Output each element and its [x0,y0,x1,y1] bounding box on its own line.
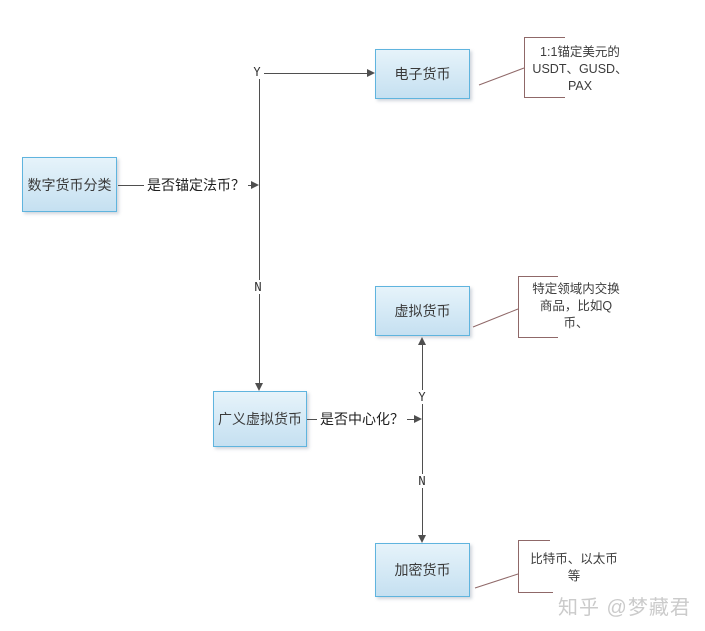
node-electronic-currency-label: 电子货币 [394,66,451,82]
node-virtual-currency: 虚拟货币 [375,286,470,336]
note-line: 1:1锚定美元的 [540,45,620,59]
node-electronic-currency: 电子货币 [375,49,470,99]
arrowhead-into-virtual [418,337,426,345]
node-broad-virtual-currency-label: 广义虚拟货币 [218,411,302,427]
note-bracket-virtual [518,276,519,338]
branch-label-decision1-no: N [252,280,264,294]
watermark: 知乎 @梦藏君 [558,597,691,619]
node-root: 数字货币分类 [22,157,117,212]
note-leader-line-virtual [472,308,519,328]
note-bracket-electronic-top [524,37,565,38]
note-line: 特定领域内交换 [532,282,620,296]
note-bracket-crypto [518,540,519,593]
arrowhead-into-broad-virtual [255,383,263,391]
node-virtual-currency-label: 虚拟货币 [394,303,451,319]
note-bracket-electronic [524,37,525,98]
arrowhead-into-crypto [418,535,426,543]
note-bracket-electronic-bottom [524,97,565,98]
note-line: 等 [567,569,581,583]
note-bracket-crypto-bottom [518,592,553,593]
note-bracket-virtual-bottom [518,337,558,338]
node-crypto-currency: 加密货币 [375,543,470,597]
branch-label-decision2-no: N [416,474,428,488]
arrowhead-into-electronic [367,69,375,77]
connector-decision2-branch-line [422,345,423,535]
branch-label-decision1-yes: Y [251,65,263,79]
node-root-label: 数字货币分类 [27,176,112,193]
note-bracket-virtual-top [518,276,558,277]
decision1-label: 是否锚定法币？ [144,175,248,195]
note-line: 商品，比如Q [539,299,613,313]
note-virtual: 特定领域内交换 商品，比如Q 币、 [520,281,632,332]
note-crypto: 比特币、以太币 等 [520,551,628,585]
note-electronic: 1:1锚定美元的 USDT、GUSD、 PAX [526,44,634,95]
note-line: 比特币、以太币 [530,552,618,566]
note-line: USDT、GUSD、 [532,62,628,76]
connector-decision1-branch-line [259,79,260,383]
arrowhead-decision2-junction [414,415,422,423]
note-leader-line-electronic [478,67,525,86]
note-leader-line-crypto [474,573,519,589]
branch-label-decision2-yes: Y [416,390,428,404]
decision2-label: 是否中心化？ [317,409,407,429]
note-line: 币、 [563,316,589,330]
node-crypto-currency-label: 加密货币 [394,562,451,578]
connector-yes1-to-electronic [264,73,367,74]
note-line: PAX [567,79,593,93]
note-bracket-crypto-top [518,540,550,541]
arrowhead-decision1-junction [251,181,259,189]
node-broad-virtual-currency: 广义虚拟货币 [213,391,307,447]
